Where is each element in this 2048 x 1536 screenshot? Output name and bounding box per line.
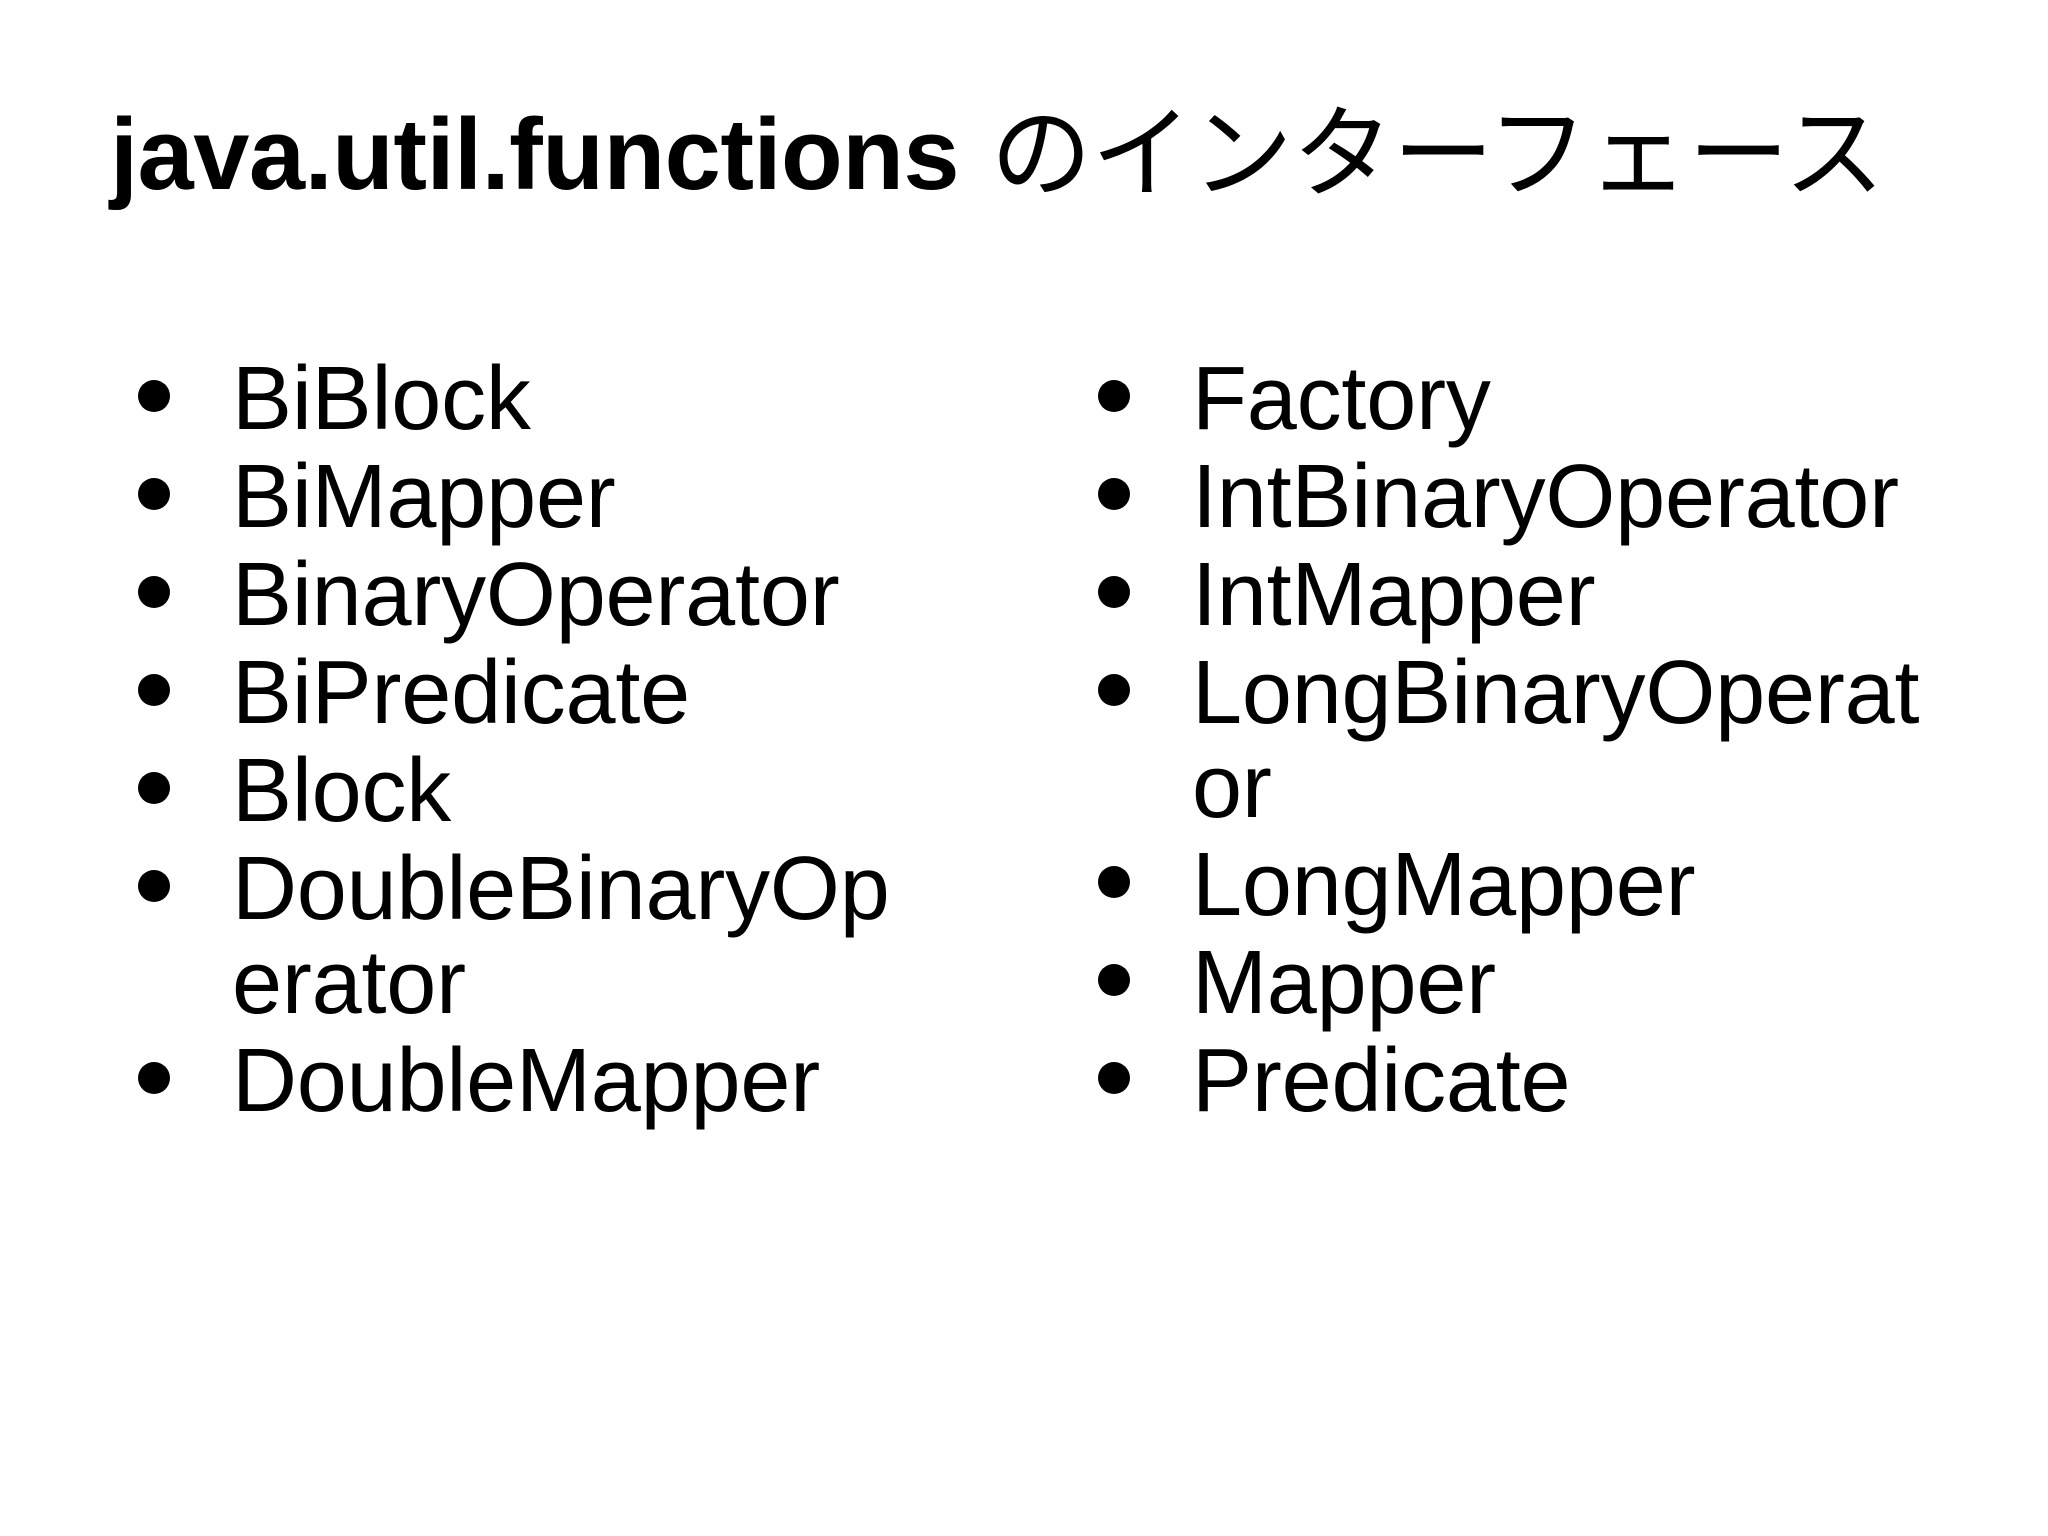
bullet-point-icon — [1098, 674, 1130, 706]
right-bullet-list: Factory IntBinaryOperator IntMapper Long… — [1098, 352, 2048, 1128]
list-item-label: Mapper — [1192, 933, 1496, 1033]
bullet-point-icon — [138, 772, 170, 804]
bullet-point-icon — [138, 674, 170, 706]
bullet-point-icon — [138, 1062, 170, 1094]
bullet-point-icon — [1098, 1062, 1130, 1094]
list-item: Block — [138, 744, 932, 838]
bullet-point-icon — [1098, 576, 1130, 608]
page-title-japanese: のインターフェース — [959, 94, 1885, 213]
list-item-label: Factory — [1192, 349, 1491, 449]
list-item: BiMapper — [138, 450, 932, 544]
list-item-label: BiPredicate — [232, 643, 691, 743]
bullet-point-icon — [1098, 478, 1130, 510]
list-item-label: BinaryOperator — [232, 545, 840, 645]
list-item: DoubleMapper — [138, 1034, 932, 1128]
bullet-point-icon — [138, 478, 170, 510]
list-item-label: DoubleMapper — [232, 1031, 820, 1131]
left-column: BiBlock BiMapper BinaryOperator BiPredic… — [0, 352, 1010, 1132]
bullet-point-icon — [1098, 866, 1130, 898]
list-item-label: Predicate — [1192, 1031, 1571, 1131]
list-item-label: Block — [232, 741, 452, 841]
list-item: BiBlock — [138, 352, 932, 446]
list-item: BinaryOperator — [138, 548, 932, 642]
page-title: java.util.functions のインターフェース — [110, 94, 2010, 214]
list-item: BiPredicate — [138, 646, 932, 740]
list-item: LongMapper — [1098, 838, 1952, 932]
bullet-point-icon — [138, 576, 170, 608]
bullet-point-icon — [1098, 380, 1130, 412]
list-item-label: BiMapper — [232, 447, 616, 547]
bullet-columns: BiBlock BiMapper BinaryOperator BiPredic… — [0, 352, 2048, 1372]
list-item: DoubleBinaryOperator — [138, 842, 932, 1030]
list-item-label: LongMapper — [1192, 835, 1696, 935]
list-item-label: DoubleBinaryOperator — [232, 839, 890, 1033]
right-column: Factory IntBinaryOperator IntMapper Long… — [1010, 352, 2048, 1132]
list-item: Predicate — [1098, 1034, 1952, 1128]
list-item-label: IntMapper — [1192, 545, 1596, 645]
list-item-label: IntBinaryOperator — [1192, 447, 1899, 547]
list-item: Factory — [1098, 352, 1952, 446]
list-item-label: BiBlock — [232, 349, 531, 449]
left-bullet-list: BiBlock BiMapper BinaryOperator BiPredic… — [138, 352, 1010, 1128]
list-item: IntMapper — [1098, 548, 1952, 642]
bullet-point-icon — [1098, 964, 1130, 996]
list-item: IntBinaryOperator — [1098, 450, 1952, 544]
list-item: LongBinaryOperator — [1098, 646, 1952, 834]
list-item: Mapper — [1098, 936, 1952, 1030]
list-item-label: LongBinaryOperator — [1192, 643, 1920, 837]
bullet-point-icon — [138, 870, 170, 902]
page-title-latin: java.util.functions — [110, 98, 960, 211]
bullet-point-icon — [138, 380, 170, 412]
